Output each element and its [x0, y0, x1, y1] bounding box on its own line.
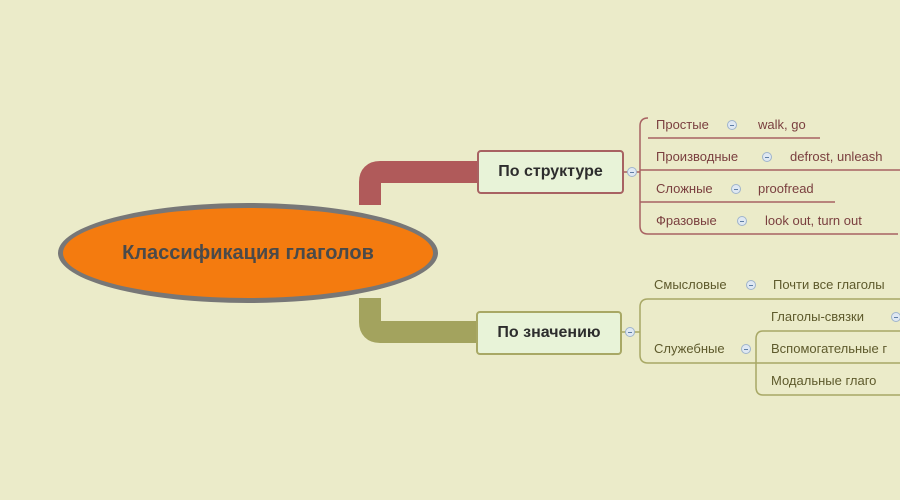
- topic-label: Сложные: [656, 181, 713, 196]
- root-topic[interactable]: Классификация глаголов: [58, 203, 438, 303]
- topic-example: Почти все глаголы: [773, 277, 885, 292]
- collapse-minus-icon[interactable]: [731, 184, 741, 194]
- branch-label: По структуре: [498, 163, 603, 180]
- branch-by-meaning[interactable]: По значению: [476, 311, 622, 355]
- topic-example: proofread: [758, 181, 814, 196]
- topic-example: look out, turn out: [765, 213, 862, 228]
- topic-label: Фразовые: [656, 213, 717, 228]
- subtopic-linking[interactable]: Глаголы-связки: [771, 309, 864, 324]
- collapse-minus-icon[interactable]: [627, 167, 637, 177]
- subtopic-modal[interactable]: Модальные глаго: [771, 373, 877, 388]
- collapse-minus-icon[interactable]: [625, 327, 635, 337]
- topic-label: Служебные: [654, 341, 725, 356]
- topic-example: walk, go: [758, 117, 806, 132]
- collapse-minus-icon[interactable]: [741, 344, 751, 354]
- collapse-minus-icon[interactable]: [727, 120, 737, 130]
- connector-root-meaning: [359, 298, 476, 343]
- topic-label: Простые: [656, 117, 709, 132]
- collapse-minus-icon[interactable]: [762, 152, 772, 162]
- connector-root-structure: [359, 161, 477, 205]
- collapse-minus-icon[interactable]: [746, 280, 756, 290]
- collapse-minus-icon[interactable]: [891, 312, 900, 322]
- root-topic-label: Классификация глаголов: [122, 241, 374, 264]
- structure-connectors: [624, 117, 900, 235]
- subtopic-auxiliary[interactable]: Вспомогательные г: [771, 341, 888, 356]
- topic-example: defrost, unleash: [790, 149, 883, 164]
- branch-label: По значению: [497, 324, 601, 341]
- topic-label: Производные: [656, 149, 739, 164]
- collapse-minus-icon[interactable]: [737, 216, 747, 226]
- meaning-connectors: [622, 298, 900, 396]
- topic-label: Смысловые: [654, 277, 727, 292]
- branch-by-structure[interactable]: По структуре: [477, 150, 624, 194]
